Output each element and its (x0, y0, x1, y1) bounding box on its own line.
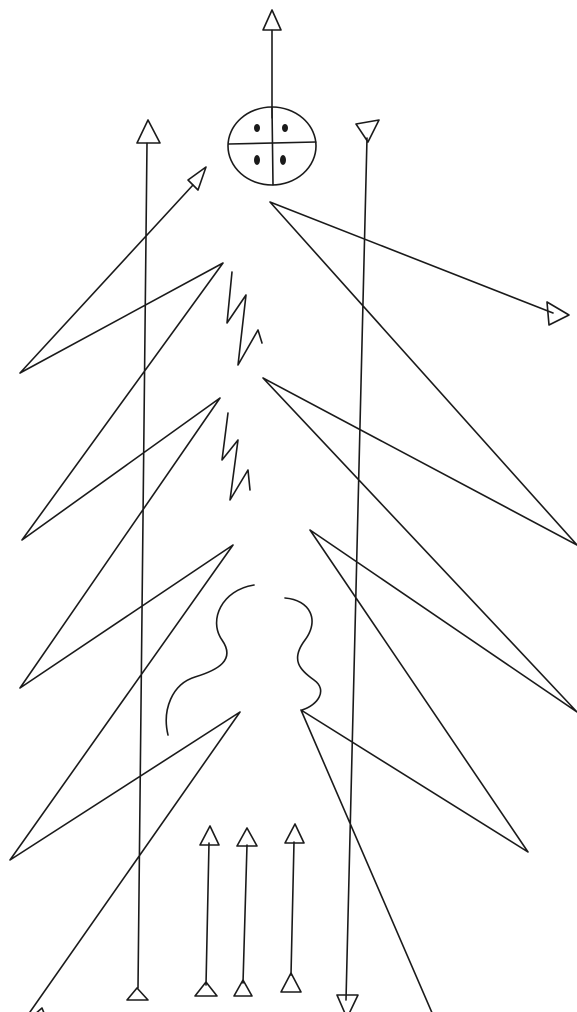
quartered-circle-symbol (228, 107, 316, 185)
small-arrow-3 (281, 824, 304, 992)
left-zigzag-arrow (10, 167, 240, 1012)
right-tall-arrow (337, 120, 379, 1012)
small-arrow-1 (195, 826, 219, 996)
wavy-curve-left (166, 585, 254, 735)
small-arrow-2 (234, 828, 257, 996)
lightning-symbol-upper (227, 272, 262, 365)
lightning-symbol-lower (222, 413, 250, 500)
top-vertical-arrow (263, 10, 281, 118)
right-zigzag-arrow (263, 202, 577, 1012)
wavy-curve-right (285, 598, 321, 710)
